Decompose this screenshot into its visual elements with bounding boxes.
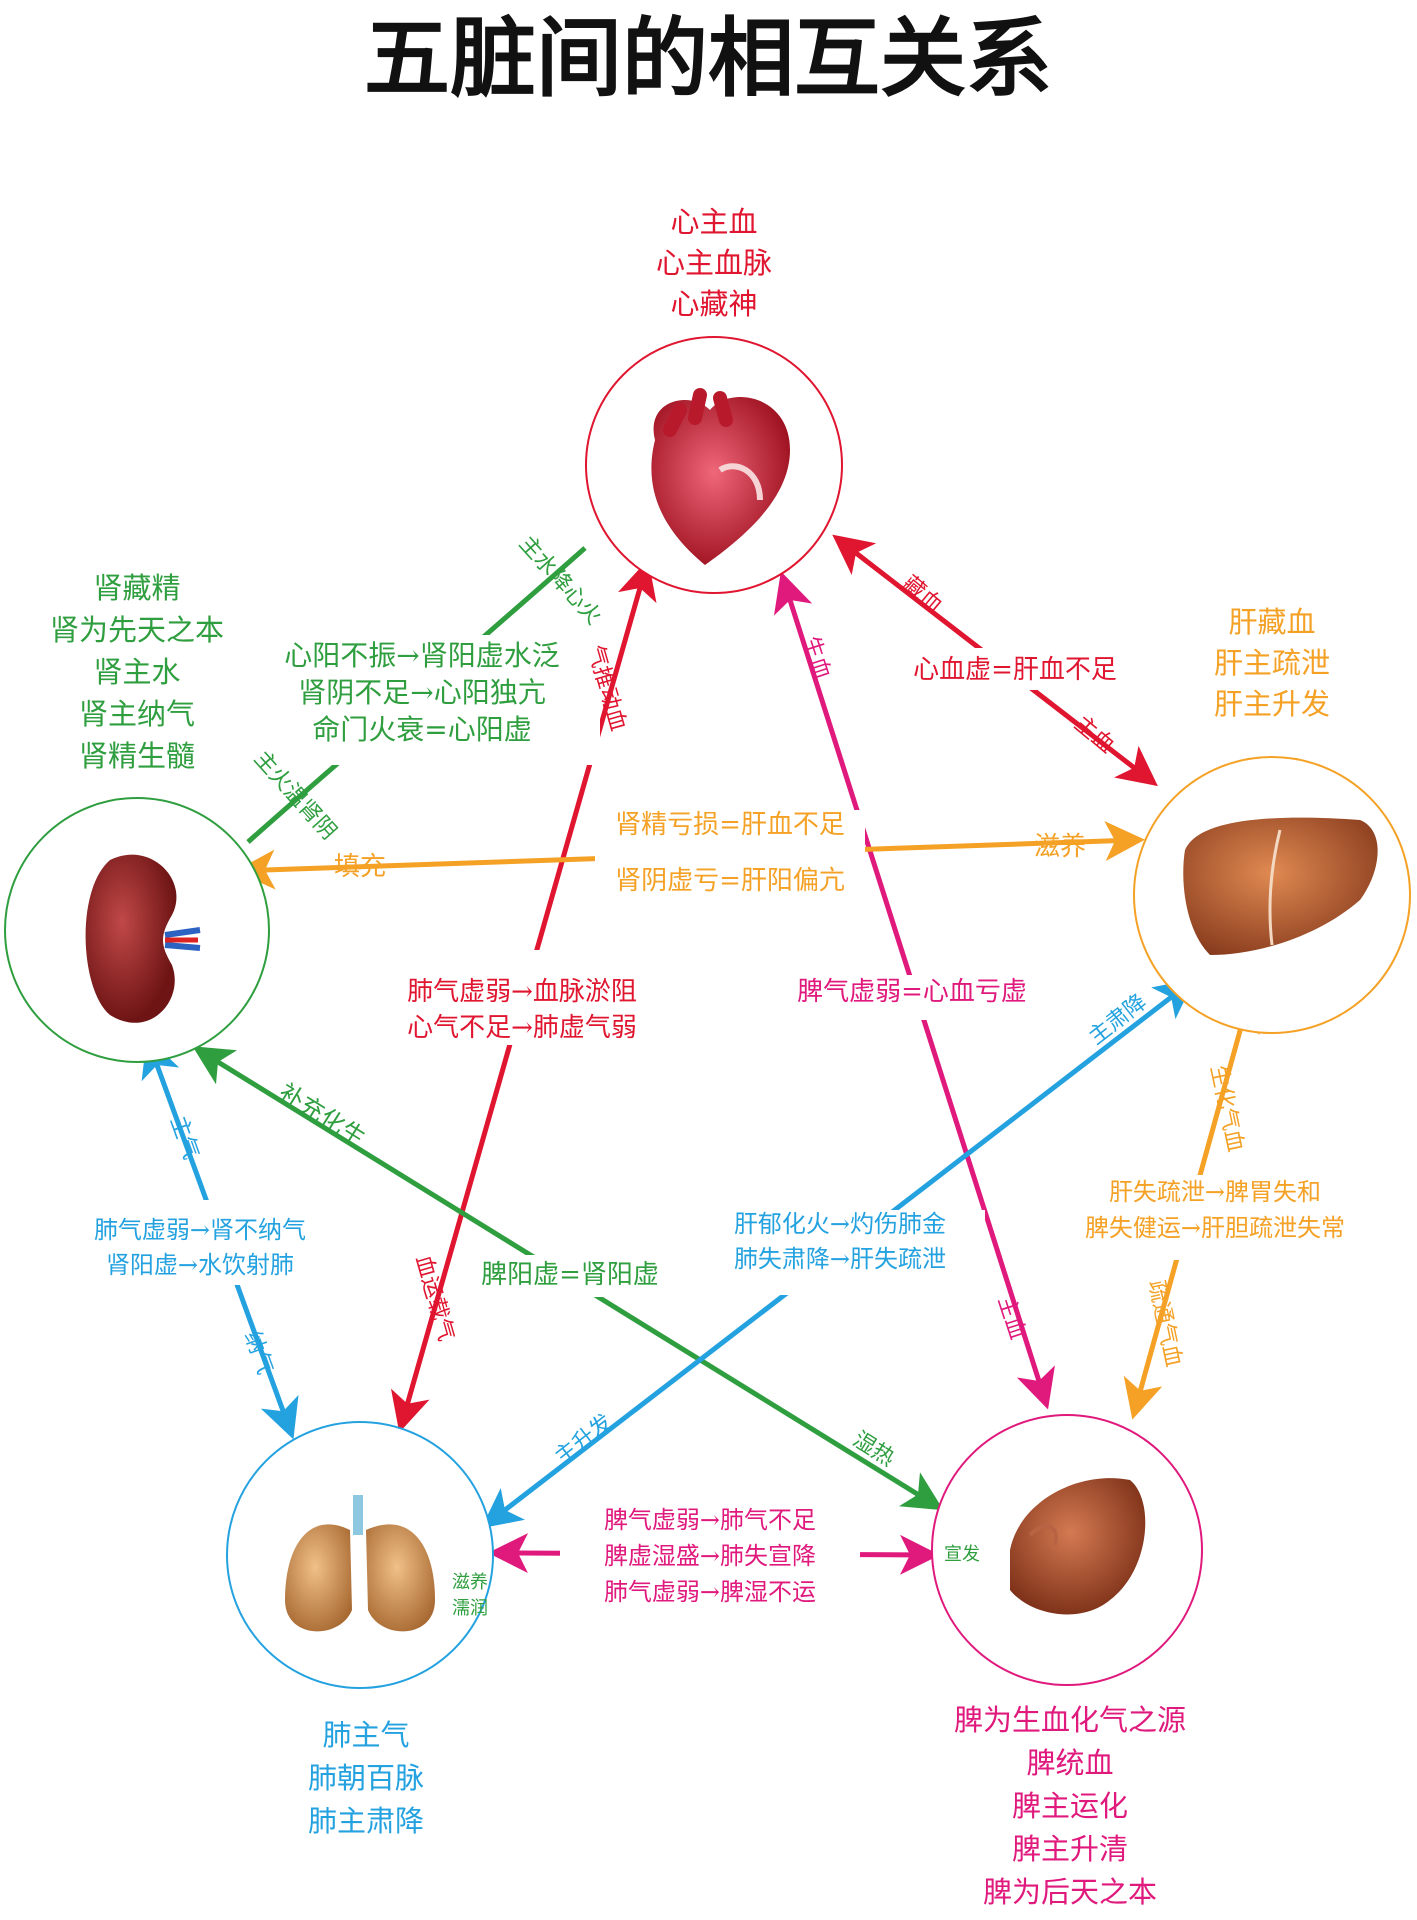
kidney-organ-icon [85,854,201,1023]
kidney-function-1: 肾藏精 [93,571,180,605]
kidney-function-5: 肾精生髓 [79,739,195,773]
liver-function-3: 肝主升发 [1214,687,1330,721]
liver-spleen-line-1: 肝失疏泄→脾胃失和 [1109,1178,1321,1206]
kidney-lung-label-top: 主气 [165,1113,204,1163]
lung-function-1: 肺主气 [322,1718,409,1752]
heart-spleen-center: 脾气虚弱=心血亏虚 [797,977,1027,1007]
kidney-spleen-label-top: 补充化生 [274,1078,370,1153]
heart-kidney-line-1: 心阳不振→肾阳虚水泛 [284,639,559,672]
kidney-function-2: 肾为先天之本 [50,613,224,647]
liver-organ-icon [1183,817,1378,955]
page-title: 五脏间的相互关系 [364,9,1052,109]
heart-lung-line-1: 肺气虚弱→血脉淤阻 [407,977,637,1007]
lung-liver-label-bottom: 主升发 [550,1410,617,1470]
lung-inner-label-1: 滋养 [452,1572,488,1593]
kidney-lung-label-bottom: 纳气 [239,1328,278,1378]
kidney-spleen-center: 脾阳虚=肾阳虚 [481,1260,659,1290]
kidney-function-4: 肾主纳气 [79,697,195,731]
lung-organ-icon [285,1495,435,1632]
spleen-organ-icon [1010,1478,1146,1615]
heart-kidney-line-3: 命门火衰=心阳虚 [312,713,531,746]
kidney-function-3: 肾主水 [93,655,180,689]
liver-spleen-line-2: 脾失健运→肝胆疏泄失常 [1085,1214,1345,1242]
heart-function-1: 心主血 [670,205,757,239]
heart-liver-center: 心血虚=肝血不足 [913,655,1117,685]
lung-circle [226,1421,494,1689]
lung-liver-line-2: 肺失肃降→肝失疏泄 [734,1245,946,1273]
spleen-function-5: 脾为后天之本 [983,1875,1157,1909]
heart-organ-icon [651,388,790,565]
heart-function-3: 心藏神 [670,287,757,321]
kidney-lung-line-1: 肺气虚弱→肾不纳气 [94,1216,306,1244]
heart-spleen-label-top: 生血 [797,633,834,683]
liver-kidney-label-right: 滋养 [1034,832,1086,862]
lung-liver-line-1: 肝郁化火→灼伤肺金 [734,1210,946,1238]
spleen-function-2: 脾统血 [1026,1746,1113,1780]
heart-spleen-label-bottom: 主血 [992,1293,1029,1343]
liver-kidney-label-left: 填充 [334,852,386,882]
lung-function-2: 肺朝百脉 [308,1761,424,1795]
spleen-function-1: 脾为生血化气之源 [954,1703,1186,1737]
spleen-function-3: 脾主运化 [1012,1789,1128,1823]
spleen-inner-label: 宣发 [944,1544,980,1565]
liver-function-2: 肝主疏泄 [1214,646,1330,680]
lung-spleen-line-2: 脾虚湿盛→肺失宣降 [604,1542,816,1570]
liver-kidney-line-1: 肾精亏损=肝血不足 [615,810,845,840]
lung-spleen-line-3: 肺气虚弱→脾湿不运 [604,1578,816,1606]
heart-liver-label-top: 藏血 [897,571,947,618]
lung-function-3: 肺主肃降 [308,1804,424,1838]
heart-kidney-line-2: 肾阴不足→心阳独亢 [298,676,545,709]
heart-lung-label-bottom: 血运载气 [410,1252,458,1343]
spleen-function-4: 脾主升清 [1012,1832,1128,1866]
heart-kidney-label-top: 主水降心火 [514,531,606,629]
heart-lung-line-2: 心气不足→肺虚气弱 [407,1013,637,1043]
lung-inner-label-2: 濡润 [452,1598,488,1619]
kidney-lung-line-2: 肾阳虚→水饮射肺 [106,1251,294,1279]
liver-function-1: 肝藏血 [1228,605,1315,639]
lung-spleen-line-1: 脾气虚弱→肺气不足 [604,1506,816,1534]
heart-function-2: 心主血脉 [656,246,772,280]
liver-kidney-line-2: 肾阴虚亏=肝阳偏亢 [615,866,845,896]
